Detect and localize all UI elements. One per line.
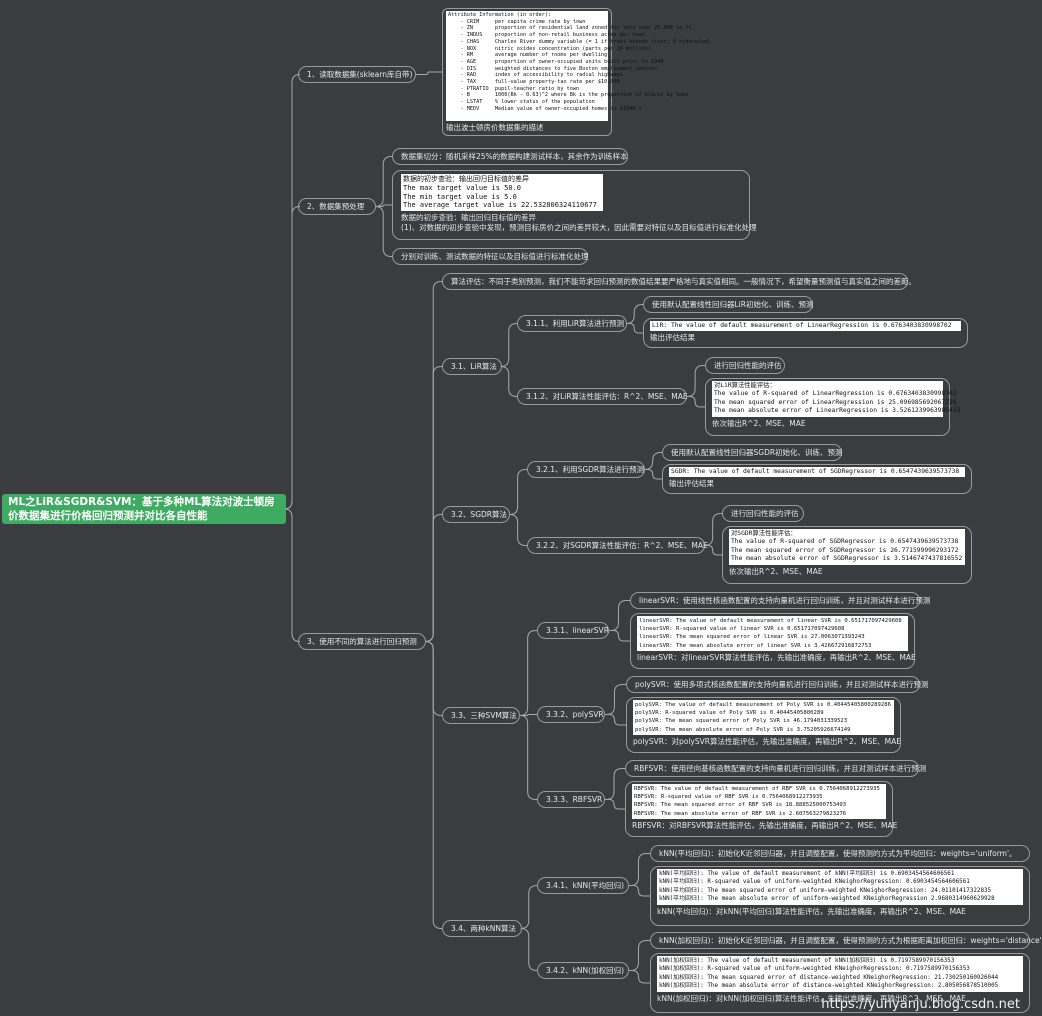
poly-svr-top-node[interactable]: polySVR：使用多项式核函数配置的支持向量机进行回归训练，并且对测试样本进行… xyxy=(626,676,928,693)
knn-distance-note: kNN(加权回归)：对kNN(加权回归)算法性能评估，先输出准确度，再输出R^2… xyxy=(657,993,966,1003)
attribute-info-code: Attribute Information (in order): - CRIM… xyxy=(446,11,710,121)
branch-load-dataset[interactable]: 1、读取数据集(sklearn库自带) xyxy=(298,66,416,83)
knn-distance-metrics-node[interactable]: kNN(加权回归): The value of default measurem… xyxy=(650,953,1030,1013)
lir-metrics-note: 依次输出R^2、MSE、MAE xyxy=(712,418,806,428)
connector-lir-node-to-lir-eval-node xyxy=(500,366,517,397)
sgdr-train-node[interactable]: 使用默认配置线性回归器SGDR初始化、训练、预测 xyxy=(662,444,843,461)
lir-predict-node[interactable]: 3.1.1、利用LiR算法进行预测 xyxy=(517,315,627,332)
lir-metrics-node[interactable]: 对LiR算法性能评估： The value of R-squared of Li… xyxy=(705,378,960,436)
sgdr-result-note: 输出评估结果 xyxy=(669,479,714,488)
target-analysis-node[interactable]: 数据的初步查验：输出回归目标值的差异 The max target value … xyxy=(392,170,757,240)
connector-branch-load-dataset-to-dataset-description-node xyxy=(416,71,442,75)
connector-sgdr-node-to-sgdr-predict-node xyxy=(509,469,527,515)
knn-uniform-metrics-node[interactable]: kNN(平均回归): The value of default measurem… xyxy=(650,866,1030,926)
connector-knn-uniform-node-to-knn-uniform-metrics-node xyxy=(629,885,650,897)
connector-poly-svr-node-to-poly-svr-metrics-node xyxy=(605,714,626,726)
connector-knn-distance-node-to-knn-distance-top-node xyxy=(629,940,650,971)
connector-linear-svr-node-to-linear-svr-top-node xyxy=(609,600,630,631)
sgdr-metrics-note: 依次输出R^2、MSE、MAE xyxy=(729,566,823,576)
connector-root-topic-to-branch-preprocessing xyxy=(283,206,301,510)
lir-node[interactable]: 3.1、LiR算法 xyxy=(442,358,502,375)
lir-eval-top-node[interactable]: 进行回归性能的评估 xyxy=(705,357,785,374)
connector-knn-distance-node-to-knn-distance-metrics-node xyxy=(629,970,650,984)
split-node[interactable]: 数据集切分：随机采样25%的数据构建测试样本，其余作为训练样本 xyxy=(392,148,628,165)
connector-branch-regression-to-knn-node xyxy=(425,641,442,929)
sgdr-metrics-code: 对SGDR算法性能评估： The value of R-squared of S… xyxy=(729,529,965,565)
knn-uniform-note: kNN(平均回归)：对kNN(平均回归)算法性能评估，先输出准确度，再输出R^2… xyxy=(657,906,966,916)
sgdr-node[interactable]: 3.2、SGDR算法 xyxy=(442,506,510,523)
lir-metrics-code: 对LiR算法性能评估： The value of R-squared of Li… xyxy=(712,381,960,417)
target-analysis-note-2: (1)、对数据的初步查验中发现，预测目标房价之间的差异较大，因此需要对特征以及目… xyxy=(401,223,757,233)
dataset-description-node[interactable]: Attribute Information (in order): - CRIM… xyxy=(442,8,710,136)
knn-distance-node[interactable]: 3.4.2、kNN(加权回归) xyxy=(537,962,629,979)
lir-result-node[interactable]: LiR: The value of default measurement of… xyxy=(643,318,968,348)
eval-note-node[interactable]: 算法评估：不同于类别预测，我们不能苛求回归预测的数值结果要严格地与真实值相同。一… xyxy=(442,273,916,290)
linear-svr-top-node[interactable]: linearSVR：使用线性核函数配置的支持向量机进行回归训练，并且对测试样本进… xyxy=(630,592,930,609)
target-stats-code: 数据的初步查验：输出回归目标值的差异 The max target value … xyxy=(401,174,603,212)
standardize-node[interactable]: 分别对训练、测试数据的特征以及目标值进行标准化处理 xyxy=(392,248,589,265)
rbf-svr-node[interactable]: 3.3.3、RBFSVR xyxy=(537,791,605,808)
poly-svr-code: polySVR: The value of default measuremen… xyxy=(633,700,894,735)
rbf-svr-note: RBFSVR：对RBFSVR算法性能评估，先输出准确度，再输出R^2、MSE、M… xyxy=(632,820,898,830)
sgdr-result-code: SGDR: The value of default measurement o… xyxy=(669,467,965,477)
connector-svm-node-to-poly-svr-node xyxy=(520,714,537,716)
knn-uniform-top-node[interactable]: kNN(平均回归)：初始化K近邻回归器，并且调整配置，使得预测的方式为平均回归：… xyxy=(650,845,1030,862)
connector-lir-predict-node-to-lir-result-node xyxy=(627,323,643,334)
lir-train-node[interactable]: 使用默认配置线性回归器LiR初始化、训练、预测 xyxy=(643,296,813,313)
sgdr-result-node[interactable]: SGDR: The value of default measurement o… xyxy=(662,464,972,494)
connector-sgdr-node-to-sgdr-eval-node xyxy=(509,514,527,546)
connector-lir-node-to-lir-predict-node xyxy=(500,323,517,367)
knn-uniform-code: kNN(平均回归): The value of default measurem… xyxy=(657,869,1023,905)
branch-regression[interactable]: 3、使用不同的算法进行回归预测 xyxy=(298,633,426,650)
lir-result-note: 输出评估结果 xyxy=(650,333,695,342)
connector-rbf-svr-node-to-rbf-svr-top-node xyxy=(605,768,625,800)
target-analysis-note-1: 数据的初步查验：输出回归目标值的差异 xyxy=(401,213,536,223)
connector-svm-node-to-linear-svr-node xyxy=(519,630,537,716)
rbf-svr-top-node[interactable]: RBFSVR：使用径向基核函数配置的支持向量机进行回归训练，并且对测试样本进行预… xyxy=(625,760,926,777)
connector-branch-regression-to-sgdr-node xyxy=(425,514,442,642)
linear-svr-note: linearSVR：对linearSVR算法性能评估，先输出准确度，再输出R^2… xyxy=(637,652,916,662)
connector-svm-node-to-rbf-svr-node xyxy=(519,715,537,800)
linear-svr-code: linearSVR: The value of default measurem… xyxy=(637,616,908,651)
connector-branch-preprocessing-to-standardize-node xyxy=(375,206,392,257)
rbf-svr-code: RBFSVR: The value of default measurement… xyxy=(632,784,886,819)
sgdr-metrics-node[interactable]: 对SGDR算法性能评估： The value of R-squared of S… xyxy=(722,526,972,584)
rbf-svr-metrics-node[interactable]: RBFSVR: The value of default measurement… xyxy=(625,781,898,837)
sgdr-predict-node[interactable]: 3.2.1、利用SGDR算法进行预测 xyxy=(527,461,645,478)
poly-svr-node[interactable]: 3.3.2、polySVR xyxy=(537,706,605,723)
connector-lir-eval-node-to-lir-metrics-node xyxy=(687,396,705,408)
connector-sgdr-predict-node-to-sgdr-result-node xyxy=(645,469,662,480)
connector-sgdr-eval-node-to-sgdr-metrics-node xyxy=(705,545,722,556)
knn-node[interactable]: 3.4、两种kNN算法 xyxy=(442,920,522,937)
connector-sgdr-predict-node-to-sgdr-train-node xyxy=(644,452,662,470)
connector-knn-node-to-knn-distance-node xyxy=(520,928,537,971)
connector-linear-svr-node-to-linear-svr-metrics-node xyxy=(609,630,630,642)
connector-poly-svr-node-to-poly-svr-top-node xyxy=(605,684,626,715)
connector-lir-predict-node-to-lir-train-node xyxy=(626,304,643,324)
connector-root-topic-to-branch-regression xyxy=(283,508,301,642)
connector-knn-uniform-node-to-knn-uniform-top-node xyxy=(629,853,650,886)
connector-lir-eval-node-to-lir-eval-top-node xyxy=(687,365,705,397)
dataset-description-note: 输出波士顿房价数据集的描述 xyxy=(446,123,544,132)
watermark: https://yunyanju.blog.csdn.net xyxy=(821,997,1020,1012)
connector-branch-preprocessing-to-target-analysis-node xyxy=(376,204,392,207)
sgdr-eval-top-node[interactable]: 进行回归性能的评估 xyxy=(722,505,804,522)
knn-uniform-node[interactable]: 3.4.1、kNN(平均回归) xyxy=(537,877,629,894)
knn-distance-code: kNN(加权回归): The value of default measurem… xyxy=(657,956,1023,992)
sgdr-eval-node[interactable]: 3.2.2、对SGDR算法性能评估：R^2、MSE、MAE xyxy=(527,537,708,554)
knn-distance-top-node[interactable]: kNN(加权回归)：初始化K近邻回归器，并且调整配置，使得预测的方式为根据距离加… xyxy=(650,932,1042,949)
poly-svr-metrics-node[interactable]: polySVR: The value of default measuremen… xyxy=(626,697,901,753)
linear-svr-node[interactable]: 3.3.1、linearSVR xyxy=(537,622,609,639)
connector-rbf-svr-node-to-rbf-svr-metrics-node xyxy=(605,799,625,810)
lir-eval-node[interactable]: 3.1.2、对LiR算法性能评估：R^2、MSE、MAE xyxy=(517,388,688,405)
poly-svr-note: polySVR：对polySVR算法性能评估，先输出准确度，再输出R^2、MSE… xyxy=(633,736,902,746)
linear-svr-metrics-node[interactable]: linearSVR: The value of default measurem… xyxy=(630,613,916,669)
connector-branch-preprocessing-to-split-node xyxy=(375,156,392,207)
lir-result-code: LiR: The value of default measurement of… xyxy=(650,321,961,331)
svm-node[interactable]: 3.3、三种SVM算法 xyxy=(442,707,520,724)
connector-knn-node-to-knn-uniform-node xyxy=(520,885,537,929)
branch-preprocessing[interactable]: 2、数据集预处理 xyxy=(298,198,376,215)
root-topic[interactable]: ML之LiR&SGDR&SVM：基于多种ML算法对波士顿房价数据集进行价格回归预… xyxy=(2,494,286,524)
